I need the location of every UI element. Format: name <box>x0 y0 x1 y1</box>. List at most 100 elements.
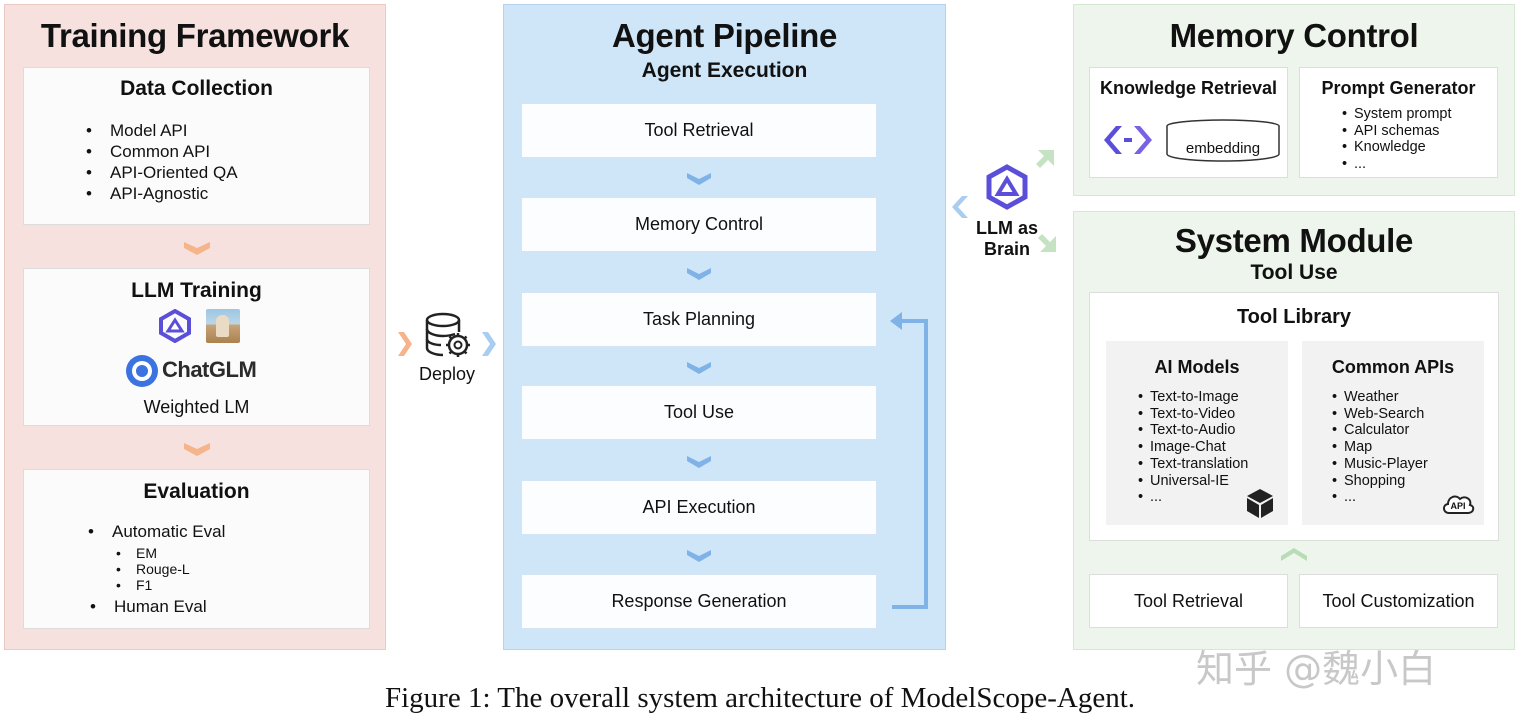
deploy-label: Deploy <box>418 364 476 384</box>
training-framework-title: Training Framework <box>40 17 350 54</box>
embedding-database-icon <box>1166 119 1280 162</box>
tool-retrieval-box: Tool Retrieval <box>1089 574 1288 628</box>
blue-down-arrow-icon <box>687 173 711 185</box>
list-item: API-Agnostic <box>84 183 238 204</box>
list-item: Common API <box>84 141 238 162</box>
evaluation-list: Automatic Eval <box>86 521 225 542</box>
system-module-title: System Module <box>1174 222 1414 259</box>
llm-brain-label-line2: Brain <box>983 239 1030 259</box>
watermark: 知乎 @魏小白 <box>1196 647 1437 691</box>
data-collection-title: Data Collection <box>120 77 273 100</box>
list-item: API-Oriented QA <box>84 162 238 183</box>
step-task-planning: Task Planning <box>521 292 877 347</box>
list-item: Text-translation <box>1138 456 1248 473</box>
list-item: Knowledge <box>1342 139 1452 156</box>
blue-left-arrow-icon <box>952 196 968 218</box>
list-item: ... <box>1138 489 1248 506</box>
api-cloud-icon <box>1443 495 1475 514</box>
list-item: F1 <box>116 577 190 593</box>
list-item: Weather <box>1332 389 1428 406</box>
list-item: Image-Chat <box>1138 439 1248 456</box>
agent-pipeline-panel: Agent Pipeline Agent Execution Tool Retr… <box>503 4 946 650</box>
blue-down-arrow-icon <box>687 362 711 374</box>
qwen-logo-icon <box>159 309 191 343</box>
common-apis-box: Common APIs Weather Web-Search Calculato… <box>1302 341 1484 525</box>
list-item: Human Eval <box>88 596 207 617</box>
list-item: Calculator <box>1332 422 1428 439</box>
training-framework-panel: Training Framework Data Collection Model… <box>4 4 386 650</box>
list-item: Model API <box>84 120 238 141</box>
step-tool-use: Tool Use <box>521 385 877 440</box>
memory-control-panel: Memory Control Knowledge Retrieval embed… <box>1073 4 1515 196</box>
common-apis-list: Weather Web-Search Calculator Map Music-… <box>1332 389 1428 506</box>
data-collection-list: Model API Common API API-Oriented QA API… <box>84 120 238 204</box>
list-item: Music-Player <box>1332 456 1428 473</box>
chatglm-logo: ChatGLM <box>124 353 269 389</box>
orange-down-arrow-icon <box>184 242 210 255</box>
ai-models-title: AI Models <box>1154 357 1240 377</box>
list-item: API schemas <box>1342 123 1452 140</box>
step-response-generation: Response Generation <box>521 574 877 629</box>
green-up-arrow-icon <box>1281 548 1307 561</box>
blue-down-arrow-icon <box>687 550 711 562</box>
llm-training-title: LLM Training <box>131 279 262 302</box>
loop-back-arrow-icon <box>890 312 928 609</box>
knowledge-retrieval-card: Knowledge Retrieval embedding <box>1089 67 1288 178</box>
evaluation-human-list: Human Eval <box>88 596 207 617</box>
list-item: System prompt <box>1342 106 1452 123</box>
green-down-right-arrow-icon <box>1038 234 1056 252</box>
system-module-panel: System Module Tool Use Tool Library AI M… <box>1073 211 1515 650</box>
list-item: EM <box>116 545 190 561</box>
blue-down-arrow-icon <box>687 456 711 468</box>
llama-logo-icon <box>206 309 240 343</box>
list-item: Text-to-Video <box>1138 406 1248 423</box>
memory-control-title: Memory Control <box>1169 17 1419 54</box>
step-memory-control: Memory Control <box>521 197 877 252</box>
cube-icon <box>1247 489 1273 518</box>
tool-library-card: Tool Library AI Models Text-to-Image Tex… <box>1089 292 1499 541</box>
prompt-generator-title: Prompt Generator <box>1321 78 1476 98</box>
list-item: Rouge-L <box>116 561 190 577</box>
tool-library-title: Tool Library <box>1236 306 1352 328</box>
llm-brain-label-line1: LLM as <box>975 218 1038 238</box>
step-tool-retrieval: Tool Retrieval <box>521 103 877 158</box>
embedding-label: embedding <box>1185 140 1261 157</box>
blue-right-arrow-icon <box>482 332 496 356</box>
database-gear-icon <box>425 312 470 357</box>
qwen-brain-logo-icon <box>986 164 1028 210</box>
knowledge-retrieval-title: Knowledge Retrieval <box>1099 78 1278 98</box>
evaluation-card: Evaluation Automatic Eval EM Rouge-L F1 … <box>23 469 370 629</box>
common-apis-title: Common APIs <box>1331 357 1455 377</box>
evaluation-title: Evaluation <box>143 480 250 503</box>
agent-pipeline-title: Agent Pipeline <box>612 17 837 54</box>
chatglm-circle-icon <box>126 355 158 387</box>
list-item: ... <box>1342 156 1452 173</box>
prompt-generator-card: Prompt Generator System prompt API schem… <box>1299 67 1498 178</box>
data-collection-card: Data Collection Model API Common API API… <box>23 67 370 225</box>
tool-customization-box: Tool Customization <box>1299 574 1498 628</box>
llm-training-subtitle: Weighted LM <box>143 397 250 417</box>
list-item: Text-to-Image <box>1138 389 1248 406</box>
blue-down-arrow-icon <box>687 268 711 280</box>
llm-training-card: LLM Training ChatGLM Weighted LM <box>23 268 370 426</box>
code-brackets-icon <box>1104 126 1152 154</box>
prompt-generator-list: System prompt API schemas Knowledge ... <box>1342 106 1452 173</box>
green-up-right-arrow-icon <box>1036 150 1054 168</box>
list-item: Automatic Eval <box>86 521 225 542</box>
list-item: Map <box>1332 439 1428 456</box>
list-item: Web-Search <box>1332 406 1428 423</box>
chatglm-logo-text: ChatGLM <box>162 357 257 382</box>
list-item: ... <box>1332 489 1428 506</box>
list-item: Universal-IE <box>1138 473 1248 490</box>
ai-models-box: AI Models Text-to-Image Text-to-Video Te… <box>1106 341 1288 525</box>
system-module-subtitle: Tool Use <box>1250 261 1338 284</box>
evaluation-metrics-list: EM Rouge-L F1 <box>116 545 190 593</box>
api-cloud-label: API <box>1450 501 1466 511</box>
orange-right-arrow-icon <box>398 332 412 356</box>
orange-down-arrow-icon <box>184 443 210 456</box>
list-item: Shopping <box>1332 473 1428 490</box>
list-item: Text-to-Audio <box>1138 422 1248 439</box>
ai-models-list: Text-to-Image Text-to-Video Text-to-Audi… <box>1138 389 1248 506</box>
figure-caption: Figure 1: The overall system architectur… <box>384 682 1136 714</box>
agent-pipeline-subtitle: Agent Execution <box>641 59 808 82</box>
